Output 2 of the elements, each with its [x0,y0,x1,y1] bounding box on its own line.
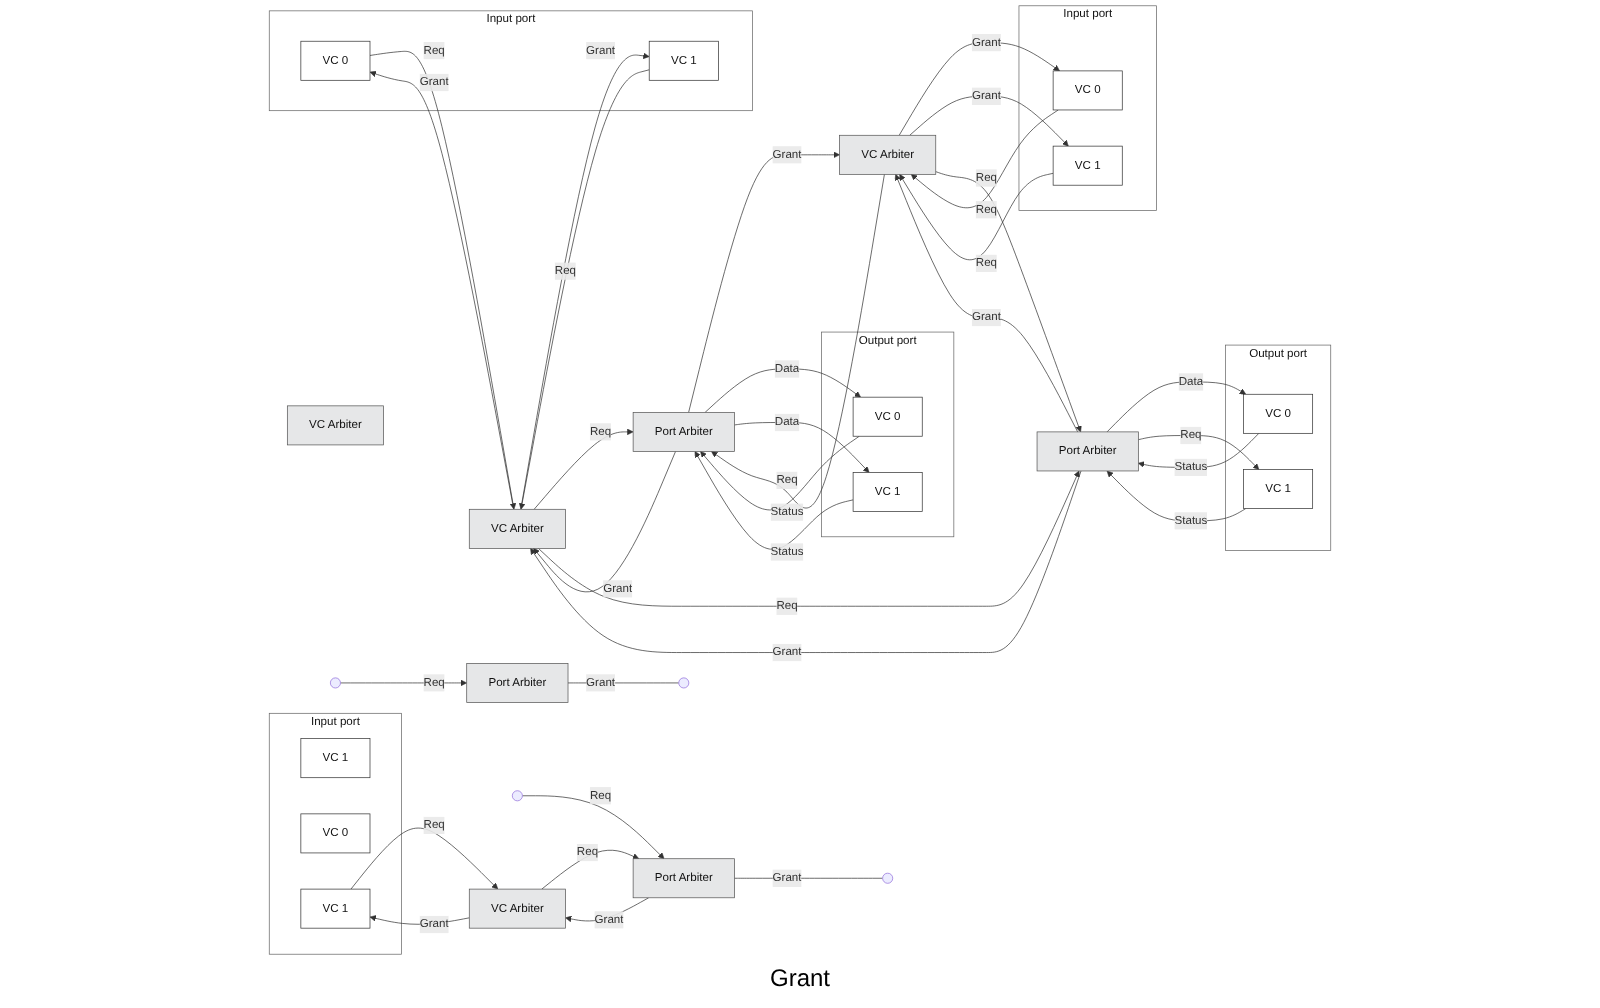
note-text: Grant [769,964,830,992]
connector [734,877,883,879]
